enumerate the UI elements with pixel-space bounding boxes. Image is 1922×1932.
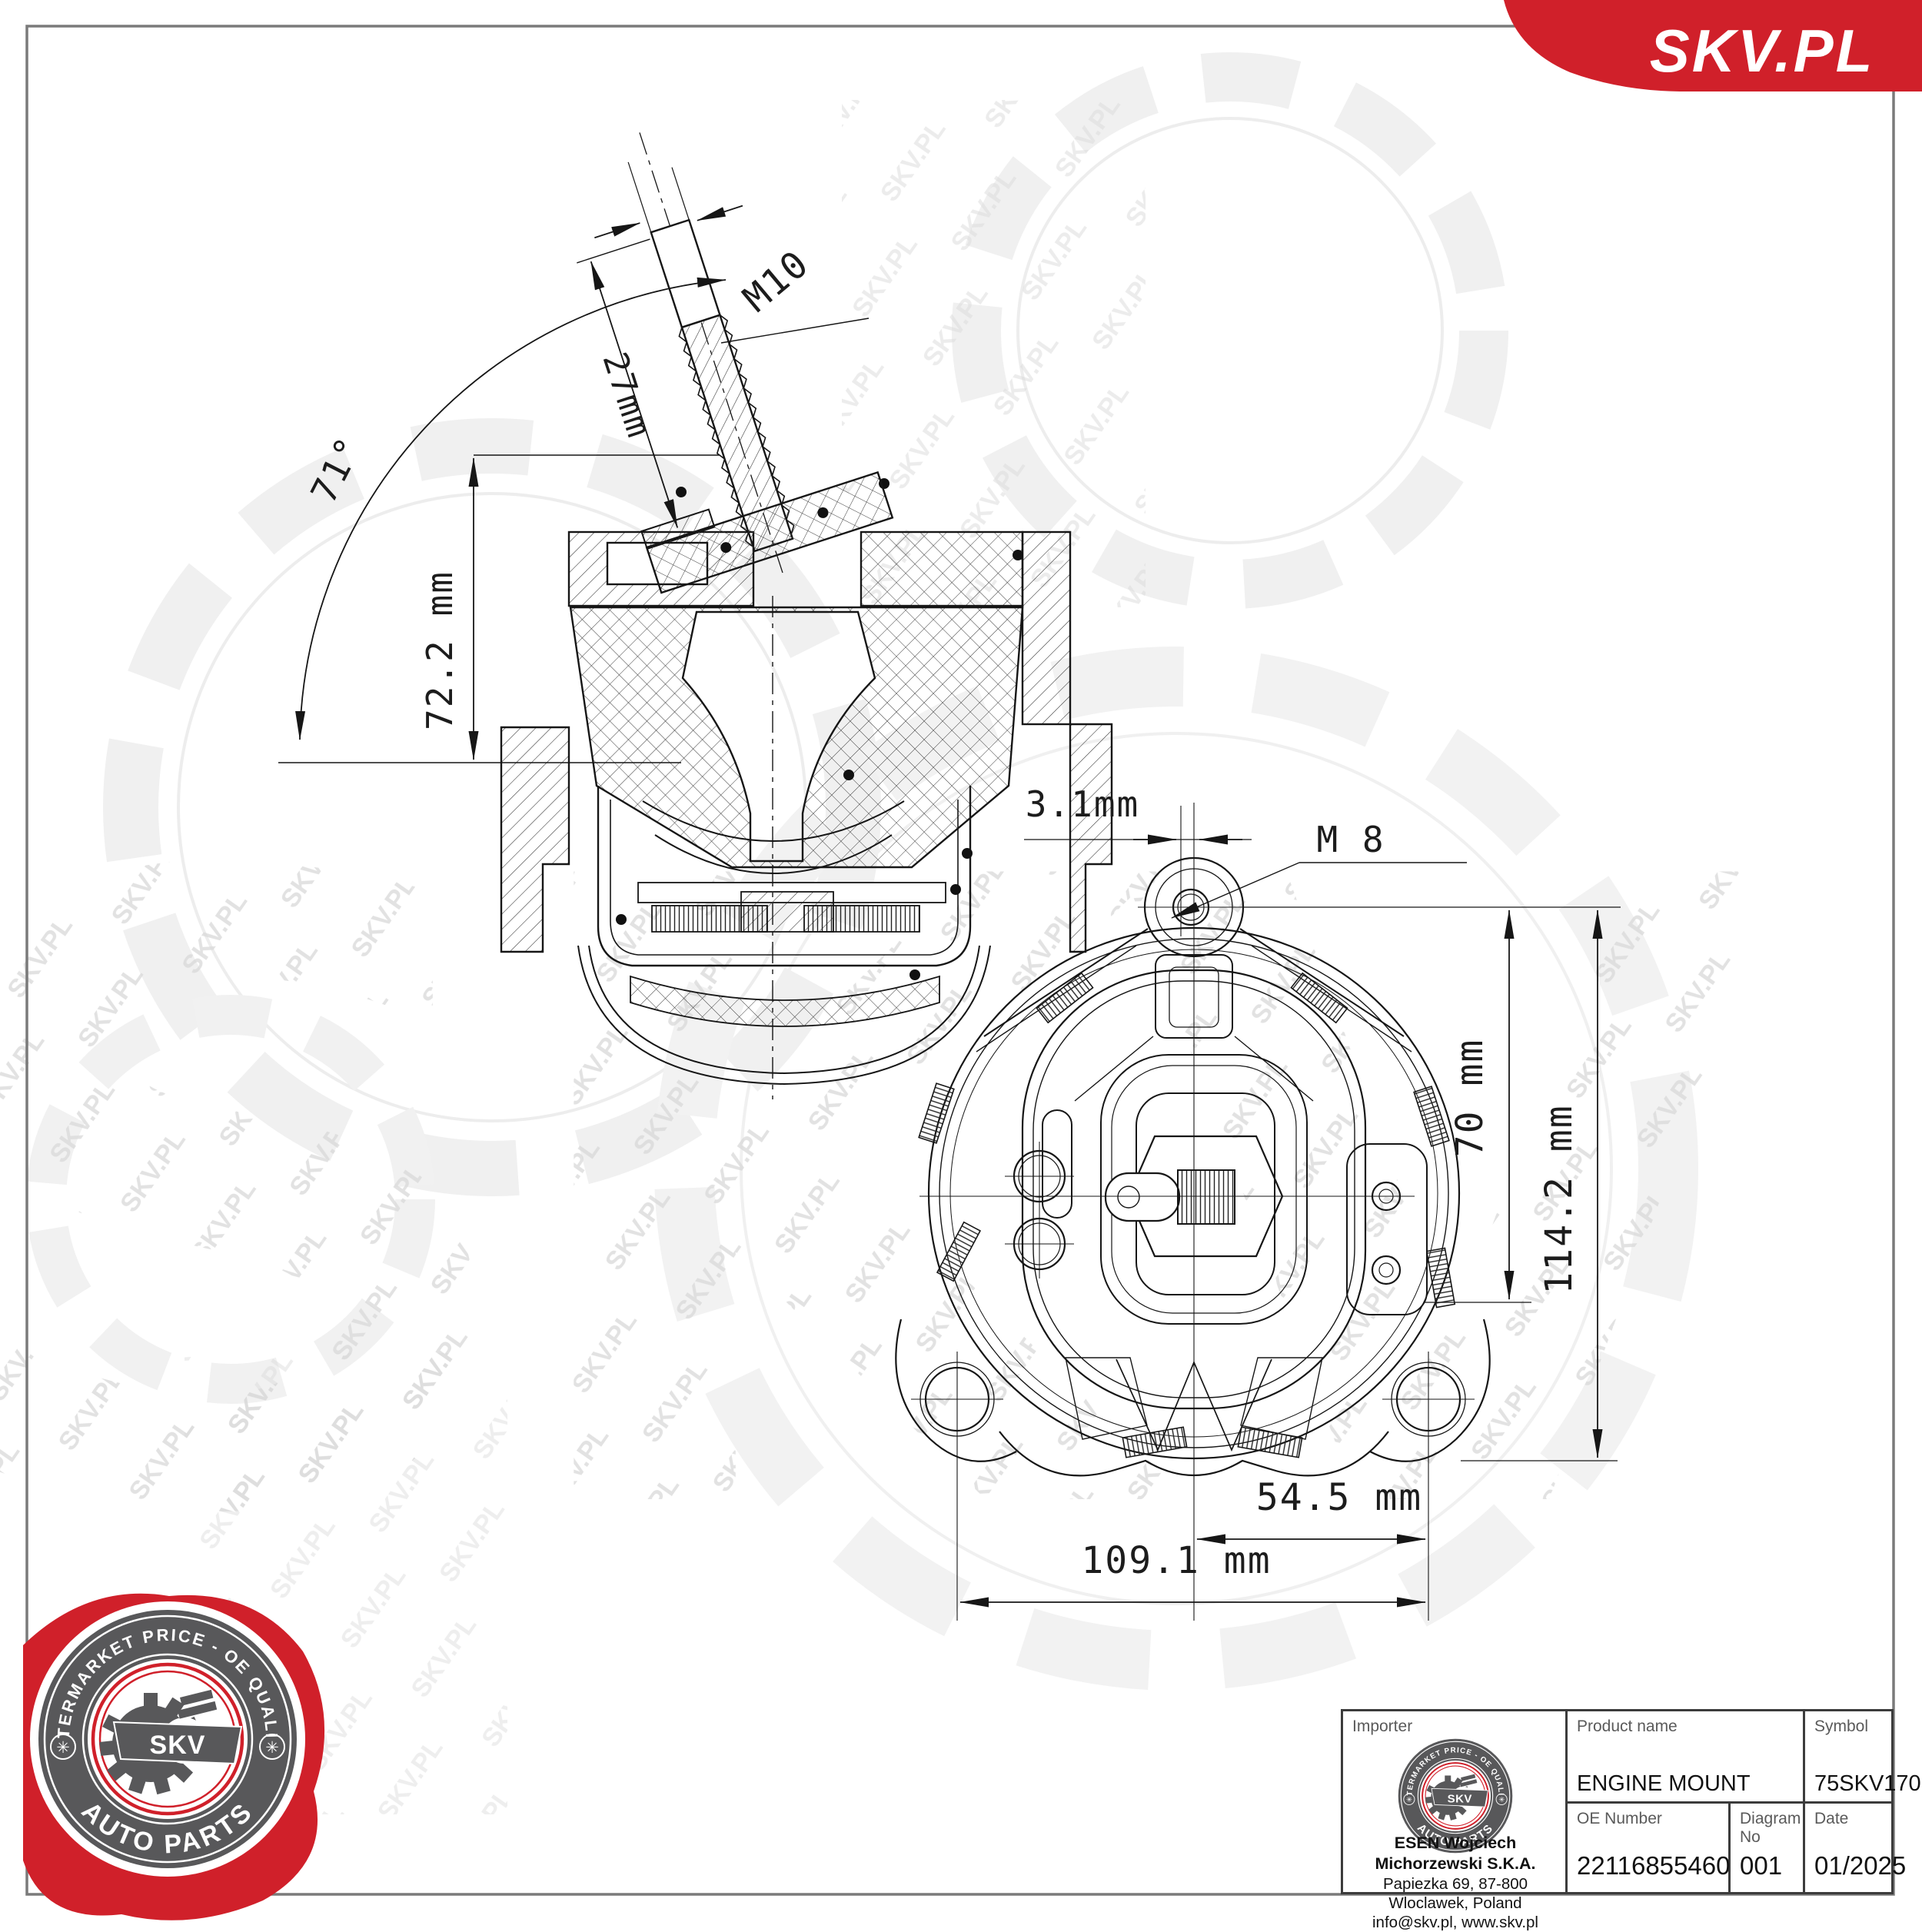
top-right-bracket bbox=[1346, 1143, 1428, 1315]
brand-wordmark: SKV.PL bbox=[1650, 17, 1875, 85]
dim-109mm-label: 109.1 mm bbox=[1081, 1539, 1271, 1582]
product-label: Product name bbox=[1577, 1718, 1678, 1735]
watermark-text-layer: SKV bbox=[0, 100, 1834, 1814]
date-label: Date bbox=[1814, 1810, 1849, 1827]
symbol-label: Symbol bbox=[1814, 1718, 1869, 1735]
title-block: Importer ESEN Wojciech Michorzewski S.K.… bbox=[1341, 1709, 1921, 1931]
side-right-flange bbox=[1069, 723, 1113, 953]
dim-72mm-label: 72.2 mm bbox=[419, 570, 461, 730]
dim-m10-label: M10 bbox=[735, 241, 817, 320]
date-value: 01/2025 bbox=[1814, 1851, 1907, 1880]
side-top-right-block bbox=[860, 530, 1024, 607]
title-block-symbol-cell: Symbol 75SKV170 bbox=[1805, 1711, 1921, 1804]
gear-watermark-icon bbox=[654, 647, 1698, 1691]
dim-70mm-label: 70 mm bbox=[1448, 1039, 1491, 1158]
symbol-value: 75SKV170 bbox=[1814, 1771, 1921, 1796]
brand-logo-blob bbox=[1504, 0, 1922, 91]
dim-m8-label: M 8 bbox=[1316, 819, 1385, 860]
dim-114mm-label: 114.2 mm bbox=[1538, 1104, 1581, 1294]
top-center-stud bbox=[1177, 1169, 1235, 1225]
stud-shank bbox=[650, 218, 721, 329]
side-thread-bar bbox=[651, 905, 768, 933]
title-block-product-cell: Product name ENGINE MOUNT bbox=[1568, 1711, 1805, 1804]
dim-27mm-label: 27mm bbox=[594, 347, 659, 443]
company-name: ESEN Wojciech Michorzewski S.K.A. bbox=[1375, 1834, 1536, 1873]
side-thread-bar bbox=[803, 905, 920, 933]
product-value: ENGINE MOUNT bbox=[1577, 1771, 1751, 1796]
title-block-importer-cell: Importer ESEN Wojciech Michorzewski S.K.… bbox=[1343, 1711, 1568, 1931]
side-view: 27mm M10 72.2 mm 71° bbox=[278, 132, 1113, 1099]
company-info: ESEN Wojciech Michorzewski S.K.A. Papiez… bbox=[1343, 1833, 1568, 1932]
title-block-date-cell: Date 01/2025 bbox=[1805, 1804, 1906, 1892]
dim-3-1mm-label: 3.1mm bbox=[1026, 783, 1139, 825]
side-cup-outer bbox=[597, 786, 972, 967]
watermark-patch bbox=[842, 100, 1146, 607]
page-frame bbox=[25, 25, 1895, 1896]
company-contact: info@skv.pl, www.skv.pl bbox=[1372, 1914, 1538, 1931]
importer-label: Importer bbox=[1352, 1718, 1413, 1735]
oe-number-value: 22116855460 bbox=[1577, 1851, 1731, 1880]
brand-logo: SKV.PL bbox=[1504, 0, 1922, 91]
title-block-oe-cell: OE Number 22116855460 bbox=[1568, 1804, 1731, 1892]
badge-area bbox=[23, 1593, 325, 1920]
dim-54mm-label: 54.5 mm bbox=[1256, 1476, 1422, 1519]
diagram-no-label: Diagram No bbox=[1740, 1810, 1801, 1846]
company-address: Papiezka 69, 87-800 Wloclawek, Poland bbox=[1382, 1875, 1528, 1912]
side-membrane bbox=[630, 975, 940, 1027]
top-view: 3.1mm M 8 70 mm 114.2 mm 54.5 mm 109.1 m… bbox=[895, 783, 1621, 1621]
diagram-no-value: 001 bbox=[1740, 1851, 1783, 1880]
dim-angle-arc bbox=[295, 277, 727, 740]
title-block-diagram-cell: Diagram No 001 bbox=[1731, 1804, 1805, 1892]
oe-number-label: OE Number bbox=[1577, 1810, 1662, 1827]
